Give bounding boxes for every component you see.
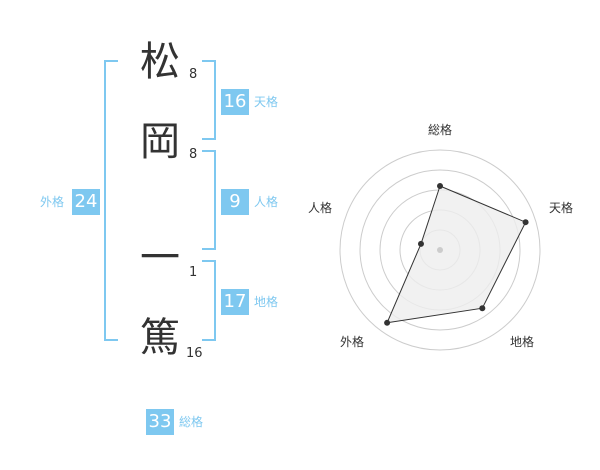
radar-point-3 [479, 305, 486, 312]
gaikaku-value: 24 [72, 189, 100, 215]
radar-grid-ring-5 [339, 149, 541, 351]
tenkaku-label: 天格 [254, 95, 279, 109]
gaikaku-label: 外格 [40, 195, 65, 209]
name-char-1: 松 [140, 39, 180, 85]
radar-chart [339, 149, 541, 351]
name-char-2: 岡 [140, 119, 180, 165]
radar-point-2 [522, 219, 529, 226]
radar-data-polygon [386, 185, 527, 324]
radar-axis-label-chikaku: 地格 [510, 335, 535, 349]
radar-grid-ring-4 [359, 169, 521, 331]
soukaku-value: 33 [146, 409, 174, 435]
stroke-count-2: 8 [189, 147, 198, 162]
radar-center-dot [437, 247, 443, 253]
stroke-count-1: 8 [189, 67, 198, 82]
stroke-count-3: 1 [189, 265, 198, 280]
chikaku-label: 地格 [254, 295, 279, 309]
chikaku-value: 17 [221, 289, 249, 315]
jinkaku-value: 9 [221, 189, 249, 215]
tenkaku-value: 16 [221, 89, 249, 115]
radar-axis-label-tenkaku: 天格 [549, 201, 574, 215]
gaikaku-bracket [104, 60, 118, 341]
stroke-count-4: 16 [186, 346, 203, 361]
radar-axis-label-soukaku: 総格 [428, 123, 453, 137]
name-char-3: 一 [140, 235, 180, 281]
chikaku-bracket [202, 260, 216, 341]
name-char-4: 篤 [140, 315, 180, 361]
radar-axis-label-jinkaku: 人格 [308, 201, 333, 215]
radar-point-4 [384, 319, 391, 326]
radar-point-1 [437, 183, 443, 189]
tenkaku-bracket [202, 60, 216, 140]
radar-point-5 [417, 240, 424, 247]
jinkaku-label: 人格 [254, 195, 279, 209]
soukaku-label: 総格 [179, 415, 204, 429]
radar-axis-label-gaikaku: 外格 [340, 335, 365, 349]
jinkaku-bracket [202, 150, 216, 250]
